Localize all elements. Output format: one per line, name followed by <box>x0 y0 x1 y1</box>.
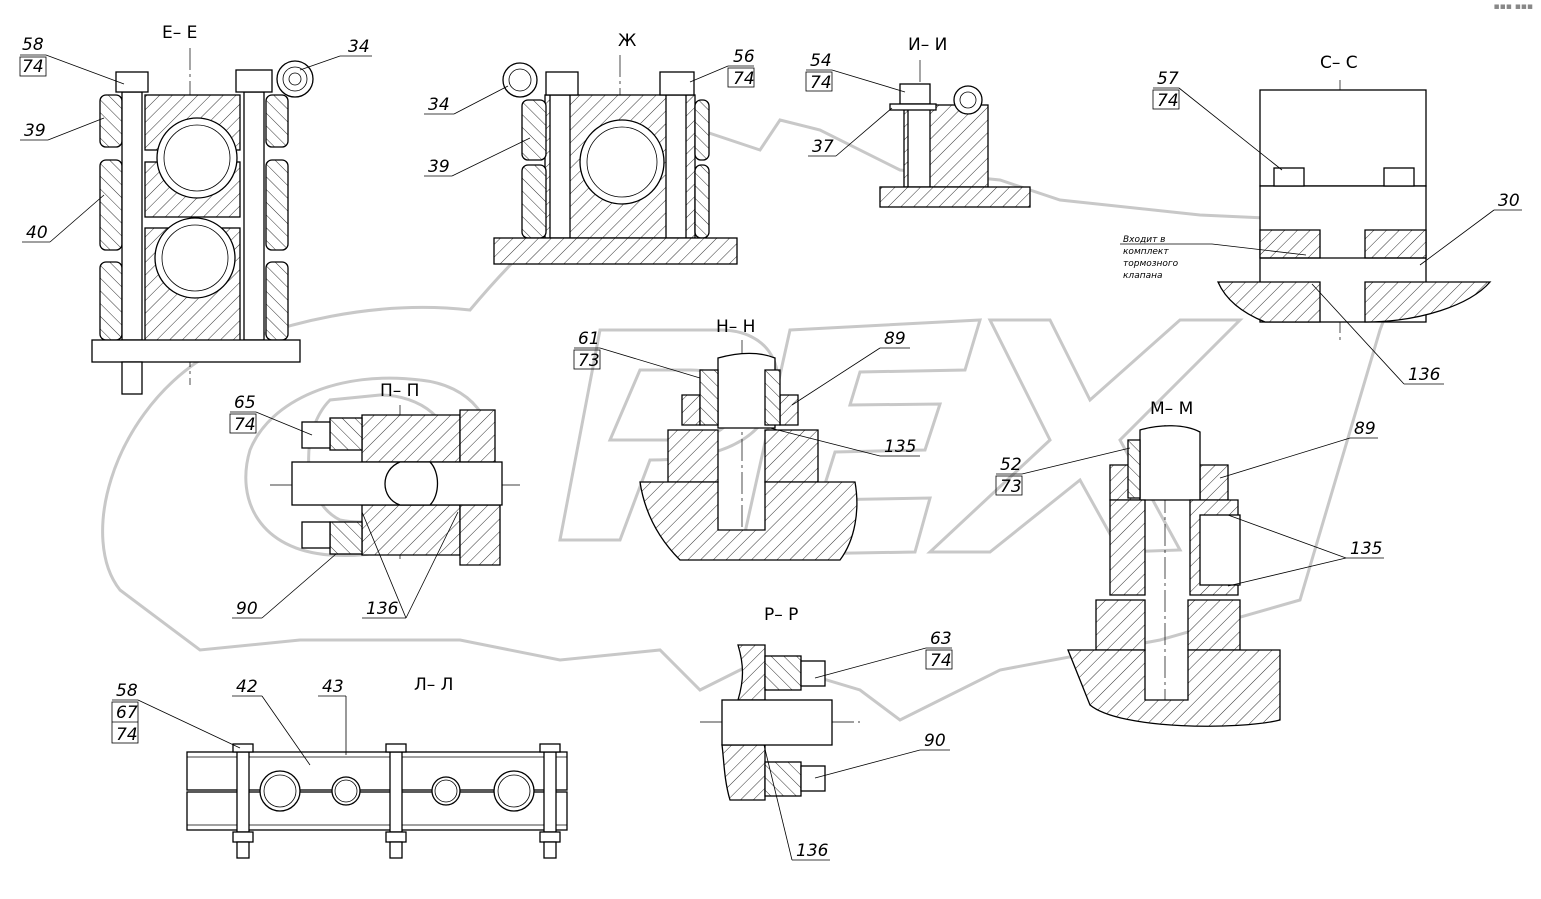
callout-ii-37: 37 <box>812 137 834 157</box>
callout-mm-89: 89 <box>1354 419 1376 439</box>
section-mm-title: М– М <box>1150 399 1193 419</box>
section-ii: И– И 54 74 37 <box>805 35 1031 208</box>
callout-rr-top: 63 <box>930 629 952 649</box>
callout-nn-89: 89 <box>884 329 906 349</box>
section-pp: П– П 65 74 90 136 <box>229 381 520 619</box>
callout-ss-bot: 74 <box>1157 91 1179 111</box>
callout-nn-top: 61 <box>578 329 600 349</box>
callout-ee-39: 39 <box>24 121 46 141</box>
callout-ss-30: 30 <box>1498 191 1520 211</box>
callout-mm-top: 52 <box>1000 455 1022 475</box>
callout-ll-42: 42 <box>236 677 258 697</box>
callout-rr-bot: 74 <box>930 651 952 671</box>
callout-ii-bot: 74 <box>810 73 832 93</box>
callout-ee-top: 58 <box>22 35 44 55</box>
section-pp-title: П– П <box>380 381 419 401</box>
section-nn: Н– Н 61 73 89 135 <box>573 317 920 561</box>
section-mm: М– М 52 73 89 135 <box>995 399 1384 727</box>
corner-mark: ▪▪▪ ▪▪▪ <box>1493 2 1533 12</box>
section-rr: Р– Р 63 74 90 136 <box>700 605 953 861</box>
callout-ss-note-2: комплект <box>1123 247 1169 257</box>
callout-zh-bot: 74 <box>733 69 755 89</box>
callout-zh-34: 34 <box>428 95 450 115</box>
callout-ss-note-3: тормозного <box>1123 259 1179 269</box>
section-ll: Л– Л 58 67 74 42 43 <box>111 675 568 859</box>
callout-ss-note-1: Входит в <box>1123 235 1166 245</box>
callout-ee-34: 34 <box>348 37 370 57</box>
callout-ss-note-4: клапана <box>1123 271 1163 281</box>
callout-ll-43: 43 <box>322 677 344 697</box>
callout-zh-top: 56 <box>733 47 755 67</box>
callout-ee-40: 40 <box>26 223 48 243</box>
callout-ee-bot: 74 <box>22 57 44 77</box>
callout-rr-136: 136 <box>796 841 829 861</box>
section-ss: С– С 57 74 30 136 Входит в комплект торм… <box>1120 53 1522 385</box>
section-zh: Ж 34 39 56 74 <box>424 31 755 265</box>
section-ii-title: И– И <box>908 35 947 55</box>
section-ss-title: С– С <box>1320 53 1358 73</box>
callout-ii-top: 54 <box>810 51 832 71</box>
callout-rr-90: 90 <box>924 731 946 751</box>
callout-ss-top: 57 <box>1157 69 1179 89</box>
callout-zh-39: 39 <box>428 157 450 177</box>
callout-nn-bot: 73 <box>578 351 600 371</box>
callout-pp-136: 136 <box>366 599 399 619</box>
callout-ll-c: 74 <box>116 725 138 745</box>
section-ll-title: Л– Л <box>414 675 453 695</box>
callout-pp-90: 90 <box>236 599 258 619</box>
callout-ss-136: 136 <box>1408 365 1441 385</box>
callout-nn-135: 135 <box>884 437 916 457</box>
section-nn-title: Н– Н <box>716 317 755 337</box>
callout-mm-bot: 73 <box>1000 477 1022 497</box>
callout-ll-a: 58 <box>116 681 138 701</box>
callout-mm-135: 135 <box>1350 539 1382 559</box>
section-ee-title: Е– Е <box>162 23 197 43</box>
callout-ll-b: 67 <box>116 703 138 723</box>
callout-pp-bot: 74 <box>234 415 256 435</box>
callout-pp-top: 65 <box>234 393 256 413</box>
section-ee: Е– Е 58 74 34 39 40 <box>19 23 372 395</box>
section-zh-title: Ж <box>618 31 636 51</box>
section-rr-title: Р– Р <box>764 605 798 625</box>
